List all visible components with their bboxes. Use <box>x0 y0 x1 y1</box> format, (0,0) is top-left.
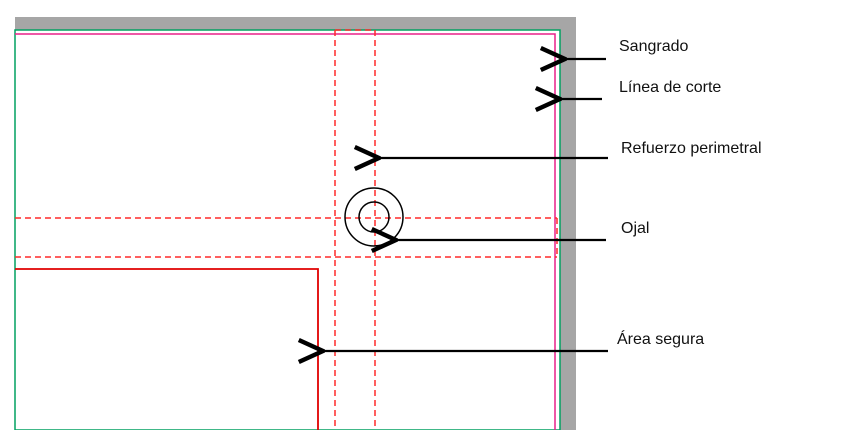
safe-area-label: Área segura <box>617 331 705 348</box>
bleed-edge <box>14 29 561 430</box>
cut-line <box>15 33 556 430</box>
bleed-label: Sangrado <box>619 38 689 55</box>
cut-line-label: Línea de corte <box>619 79 722 96</box>
safe-area <box>15 268 319 430</box>
grommet-label: Ojal <box>621 220 650 237</box>
reinforcement-label: Refuerzo perimetral <box>621 140 762 157</box>
